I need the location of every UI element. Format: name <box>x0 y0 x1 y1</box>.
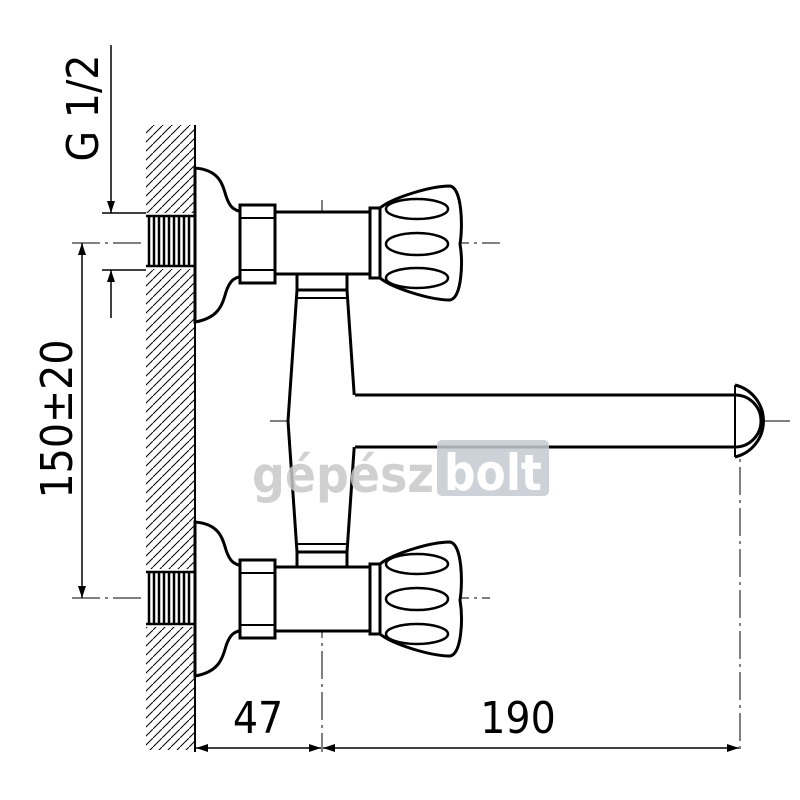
central-column <box>286 272 358 569</box>
upper-handle <box>368 184 463 302</box>
thread-dimension <box>102 45 146 318</box>
watermark-text-1: gépész <box>252 446 434 504</box>
upper-thread <box>146 214 194 268</box>
watermark-box <box>437 440 549 496</box>
offset-label: 47 <box>233 693 283 744</box>
lower-thread <box>146 570 194 626</box>
lower-handle <box>368 540 463 658</box>
upper-inlet <box>146 166 377 324</box>
thread-label: G 1/2 <box>58 55 109 162</box>
watermark: gépész bolt <box>252 440 549 504</box>
spacing-label: 150±20 <box>32 339 83 498</box>
watermark-text-2: bolt <box>444 444 542 502</box>
reach-label: 190 <box>480 693 556 744</box>
